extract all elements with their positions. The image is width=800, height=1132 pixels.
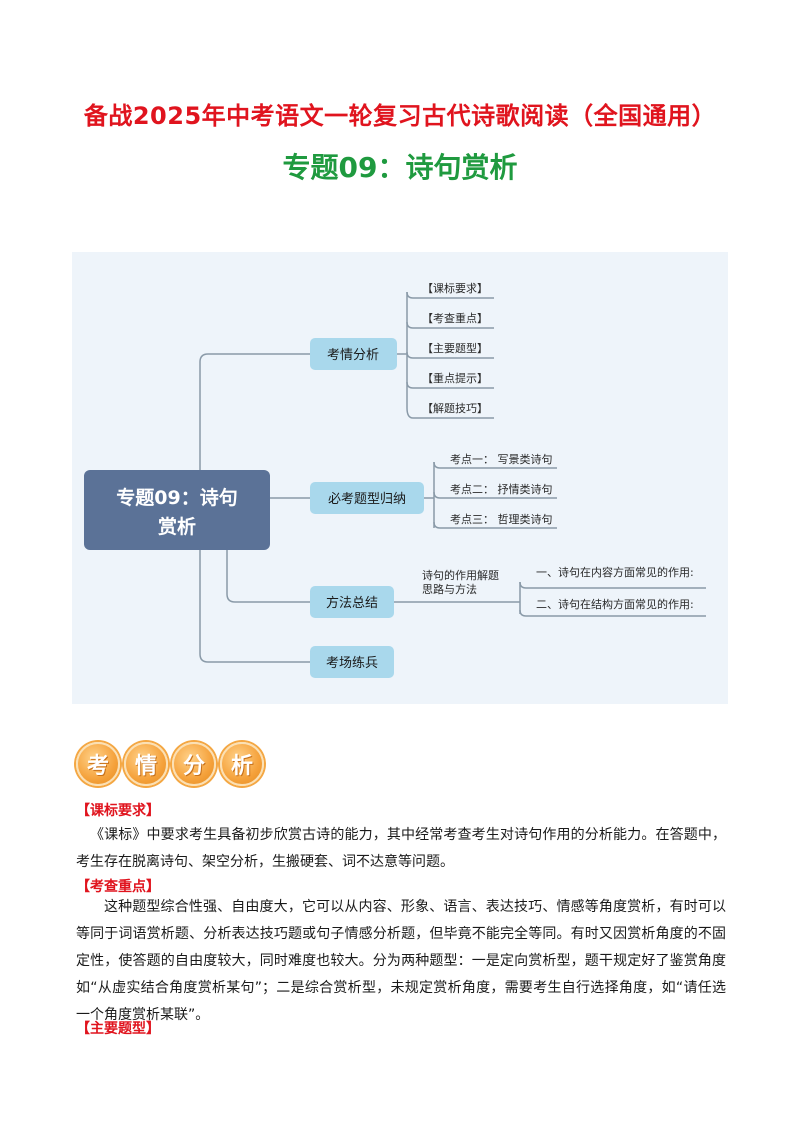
leaf-line-0-4 xyxy=(406,407,494,419)
leaf-line-2-sub-1 xyxy=(519,609,706,617)
document-subtitle: 专题09：诗句赏析 xyxy=(282,151,518,184)
leaf-line-1-2 xyxy=(433,521,557,529)
leaf-line-1-1 xyxy=(433,491,557,499)
connector-root-kaoqing xyxy=(199,353,310,470)
branch-label: 考场练兵 xyxy=(326,656,378,671)
leaf-label: 考点三： 哲理类诗句 xyxy=(450,512,553,526)
mind-map: 专题09：诗句 赏析 考情分析 必考题型归纳 方法总结 考场练兵 【课标要求】 … xyxy=(72,252,728,704)
leaf-label: 【重点提示】 xyxy=(422,371,488,385)
branch-node-kaoqing xyxy=(310,338,397,370)
leaf-line-0-1 xyxy=(406,321,494,329)
section-banner: 考 情 分 析 xyxy=(76,742,264,786)
leaf-line-0-3 xyxy=(406,381,494,389)
branch-node-fangfa xyxy=(310,586,394,618)
branch-node-kaochang xyxy=(310,646,394,678)
section-paragraph: 《课标》中要求考生具备初步欣赏古诗的能力，其中经常考查考生对诗句作用的分析能力。… xyxy=(76,827,726,870)
leaf-label: 【考查重点】 xyxy=(422,311,488,325)
connector-root-kaochang xyxy=(199,550,310,663)
section-paragraph: 这种题型综合性强、自由度大，它可以从内容、形象、语言、表达技巧、情感等角度赏析，… xyxy=(76,899,726,1023)
section-heading: 【主要题型】 xyxy=(76,1021,160,1037)
section-heading: 【课标要求】 xyxy=(76,803,160,819)
banner-char: 考 xyxy=(76,742,120,786)
mind-map-svg: 专题09：诗句 赏析 考情分析 必考题型归纳 方法总结 考场练兵 【课标要求】 … xyxy=(84,281,706,678)
leaf-label: 【主要题型】 xyxy=(422,341,488,355)
leaf-label: 考点一： 写景类诗句 xyxy=(450,452,553,466)
leaf-line-2-sub-0 xyxy=(519,581,706,589)
leaf-line-0-2 xyxy=(406,351,494,359)
leaf-label: 【课标要求】 xyxy=(422,281,488,295)
leaf-line-1-0 xyxy=(433,461,557,469)
branch-node-bikao xyxy=(310,482,424,514)
root-line-2: 赏析 xyxy=(158,515,196,538)
banner-char: 分 xyxy=(172,742,216,786)
branch-label: 方法总结 xyxy=(326,595,378,611)
leaf-label: 【解题技巧】 xyxy=(422,401,488,415)
section-heading: 【考查重点】 xyxy=(76,879,160,895)
leaf-line-0-0 xyxy=(406,291,494,299)
leaf-label: 考点二： 抒情类诗句 xyxy=(450,482,553,496)
branch-label: 考情分析 xyxy=(327,348,379,363)
mind-map-root-node xyxy=(84,470,270,550)
branch-label: 必考题型归纳 xyxy=(328,492,406,507)
banner-char: 析 xyxy=(220,742,264,786)
leaf-label-method: 诗句的作用解题 思路与方法 xyxy=(422,568,503,596)
leaf-label: 二、诗句在结构方面常见的作用: xyxy=(536,597,694,611)
connector-root-fangfa xyxy=(226,550,310,603)
document-title: 备战2025年中考语文一轮复习古代诗歌阅读（全国通用） xyxy=(83,102,717,130)
root-line-1: 专题09：诗句 xyxy=(116,486,237,509)
banner-char: 情 xyxy=(124,742,168,786)
leaf-label: 一、诗句在内容方面常见的作用: xyxy=(536,565,694,579)
